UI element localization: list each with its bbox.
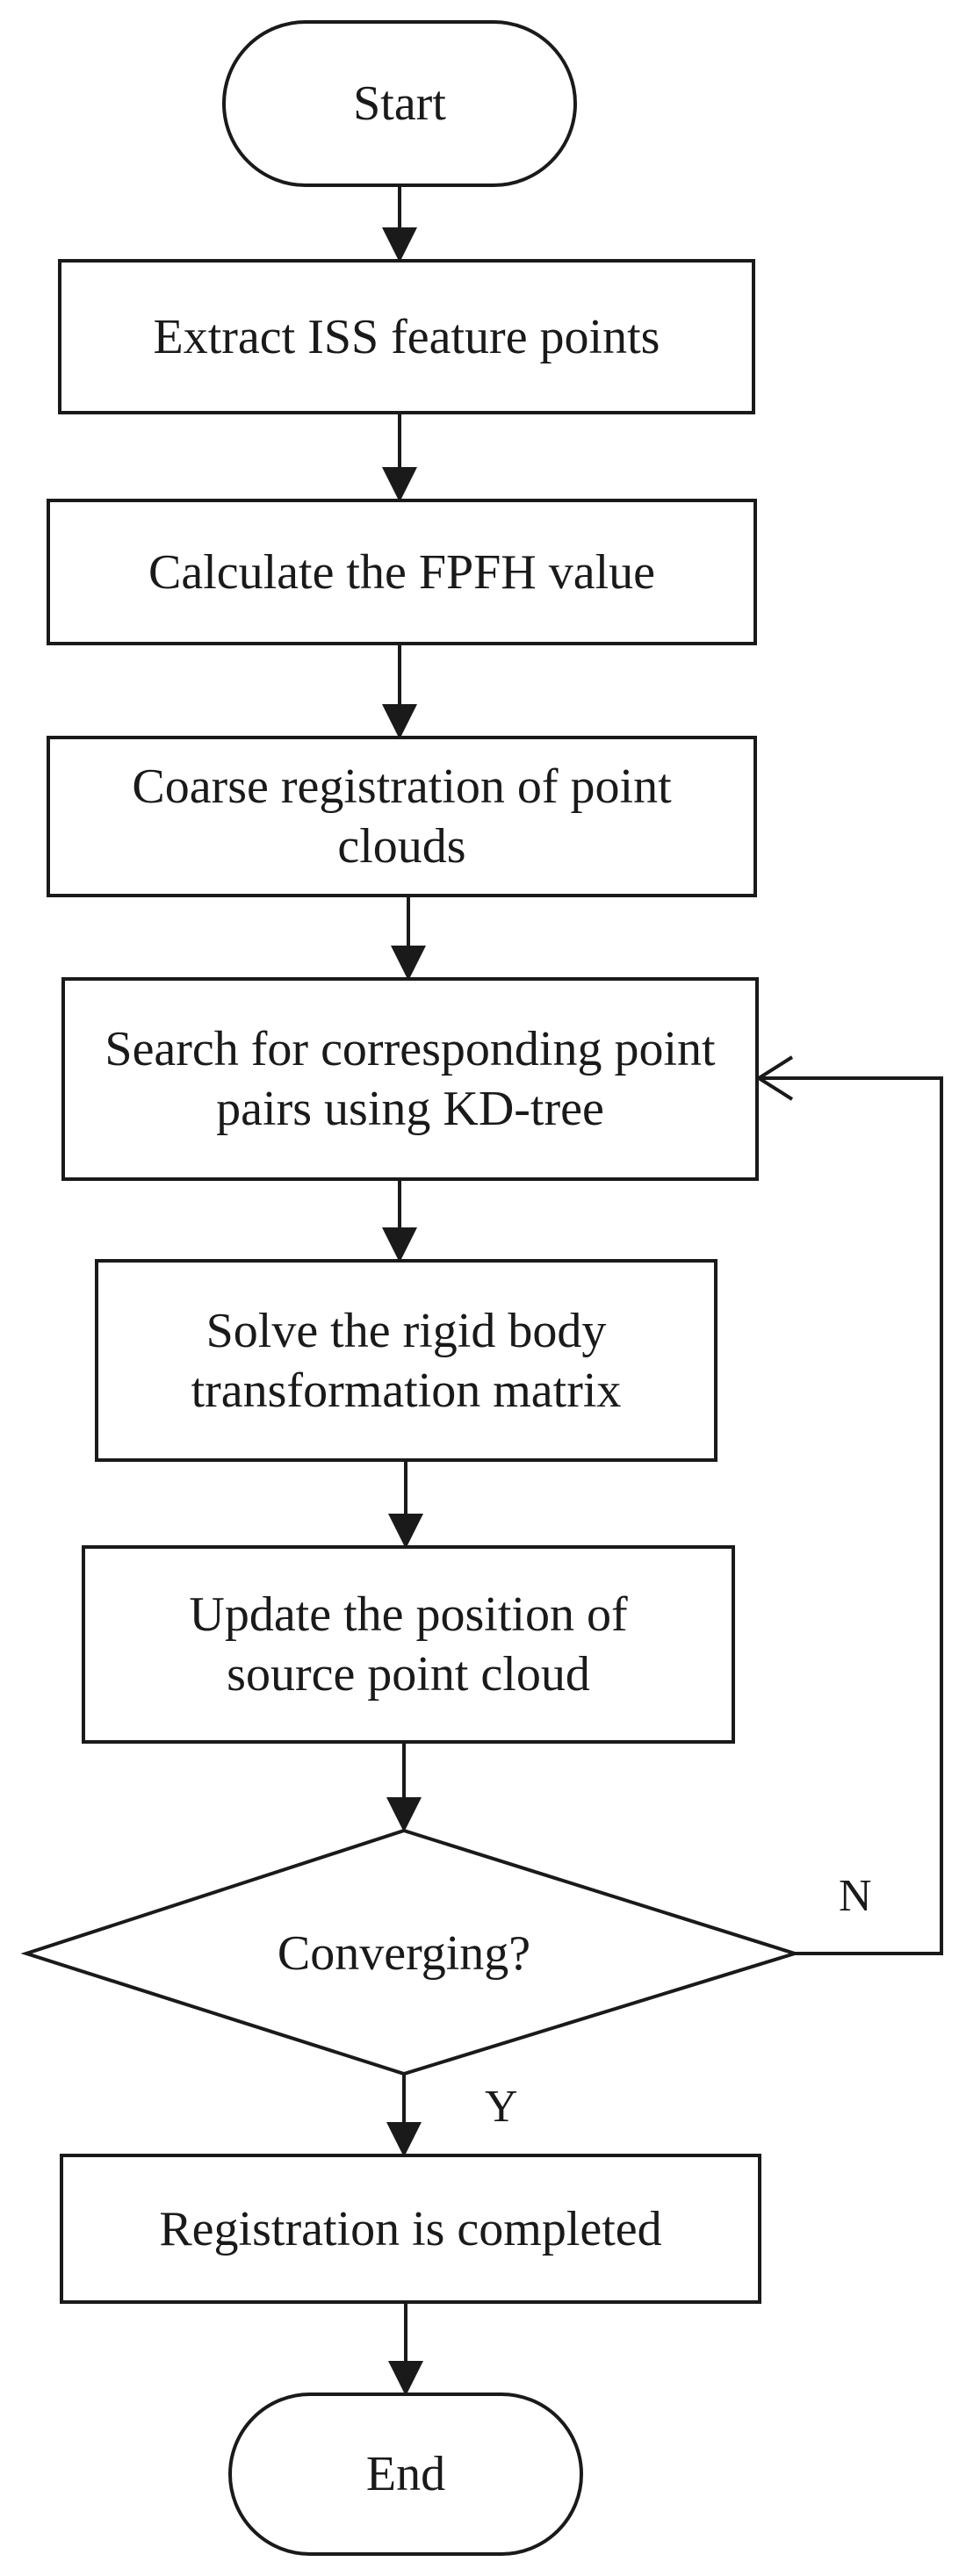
step-solve-transform-label: Solve the rigid body transformation matr… <box>191 1303 622 1418</box>
step-coarse-registration-label: Coarse registration of point clouds <box>132 759 672 874</box>
branch-yes-label: Y <box>485 2082 518 2132</box>
step-extract-iss-box <box>58 259 755 414</box>
step-update-position-label: Update the position of source point clou… <box>189 1587 628 1702</box>
arrow-decision-no-loop <box>759 1076 943 1955</box>
step-extract-iss-label: Extract ISS feature points <box>153 309 660 364</box>
step-registration-complete-label: Registration is completed <box>159 2201 662 2256</box>
loop-arrowhead-open <box>755 1055 794 1101</box>
start-label: Start <box>353 76 446 131</box>
decision-converging-label: Converging? <box>277 1926 531 1981</box>
step-coarse-registration-box <box>47 736 757 897</box>
step-search-kd-tree-box <box>61 977 759 1181</box>
end-label: End <box>365 2447 446 2501</box>
step-update-position-box <box>82 1545 735 1744</box>
step-registration-complete-box <box>60 2154 761 2304</box>
step-search-kd-tree-label: Search for corresponding point pairs usi… <box>105 1022 716 1136</box>
branch-no-label: N <box>839 1871 872 1921</box>
step-calc-fpfh-label: Calculate the FPFH value <box>148 544 655 600</box>
